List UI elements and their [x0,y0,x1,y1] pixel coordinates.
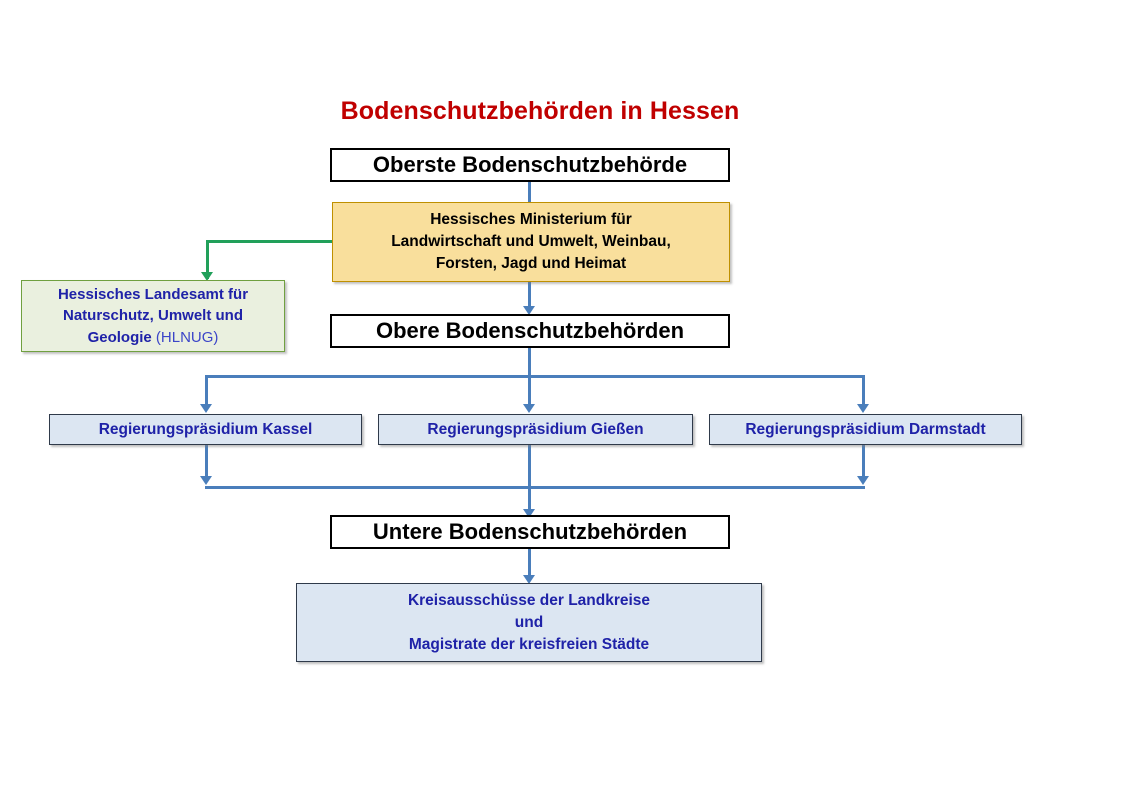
connector-bus-to-rp-darmstadt [862,375,865,408]
connector-obere-to-bus [528,347,531,377]
level-box-oberste[interactable]: Oberste Bodenschutzbehörde [330,148,730,182]
page-title: Bodenschutzbehörden in Hessen [340,97,740,125]
hlnug-box[interactable]: Hessisches Landesamt für Naturschutz, Um… [21,280,285,352]
ministry-label: Hessisches Ministerium für Landwirtschaf… [391,211,671,272]
arrowhead-bus-to-rp-kassel [200,404,212,413]
hlnug-label: Hessisches Landesamt für Naturschutz, Um… [22,284,284,348]
arrowhead-rp-darmstadt-to-merge [857,476,869,485]
arrowhead-ministry-to-hlnug [201,272,213,281]
arrowhead-rp-kassel-to-merge [200,476,212,485]
regierungspraesidium-giessen-box[interactable]: Regierungspräsidium Gießen [378,414,693,445]
arrowhead-merge-to-untere [523,509,535,518]
connector-bus-bottom [205,486,865,489]
connector-bus-to-rp-kassel [205,375,208,408]
level-box-obere[interactable]: Obere Bodenschutzbehörden [330,314,730,348]
hlnug-abbreviation: (HLNUG) [155,328,219,346]
arrowhead-bus-to-rp-darmstadt [857,404,869,413]
connector-untere-to-local [528,549,531,577]
local-authorities-label: Kreisausschüsse der Landkreise und Magis… [407,591,651,653]
arrowhead-bus-to-rp-giessen [523,404,535,413]
level-box-oberste-label: Oberste Bodenschutzbehörde [372,152,688,177]
level-box-obere-label: Obere Bodenschutzbehörden [375,318,685,343]
level-box-untere[interactable]: Untere Bodenschutzbehörden [330,515,730,549]
connector-bus-top [205,375,865,378]
connector-ministry-to-obere [528,282,531,308]
connector-bus-to-rp-giessen [528,375,531,408]
ministry-box[interactable]: Hessisches Ministerium für Landwirtschaf… [332,202,730,282]
arrowhead-ministry-to-obere [523,306,535,315]
hlnug-name: Hessisches Landesamt für Naturschutz, Um… [57,286,249,346]
regierungspraesidium-kassel-box[interactable]: Regierungspräsidium Kassel [49,414,362,445]
level-box-untere-label: Untere Bodenschutzbehörden [372,519,688,544]
local-authorities-box[interactable]: Kreisausschüsse der Landkreise und Magis… [296,583,762,662]
connector-merge-to-untere [528,445,531,512]
regierungspraesidium-giessen-label: Regierungspräsidium Gießen [427,420,644,438]
arrowhead-untere-to-local [523,575,535,584]
regierungspraesidium-darmstadt-box[interactable]: Regierungspräsidium Darmstadt [709,414,1022,445]
connector-ministry-to-hlnug-vertical [206,240,209,279]
connector-oberste-to-ministry [528,181,531,202]
connector-rp-darmstadt-to-merge [862,445,865,478]
connector-ministry-to-hlnug-horizontal [206,240,334,243]
regierungspraesidium-kassel-label: Regierungspräsidium Kassel [98,420,313,438]
connector-rp-kassel-to-merge [205,445,208,478]
regierungspraesidium-darmstadt-label: Regierungspräsidium Darmstadt [745,420,986,438]
